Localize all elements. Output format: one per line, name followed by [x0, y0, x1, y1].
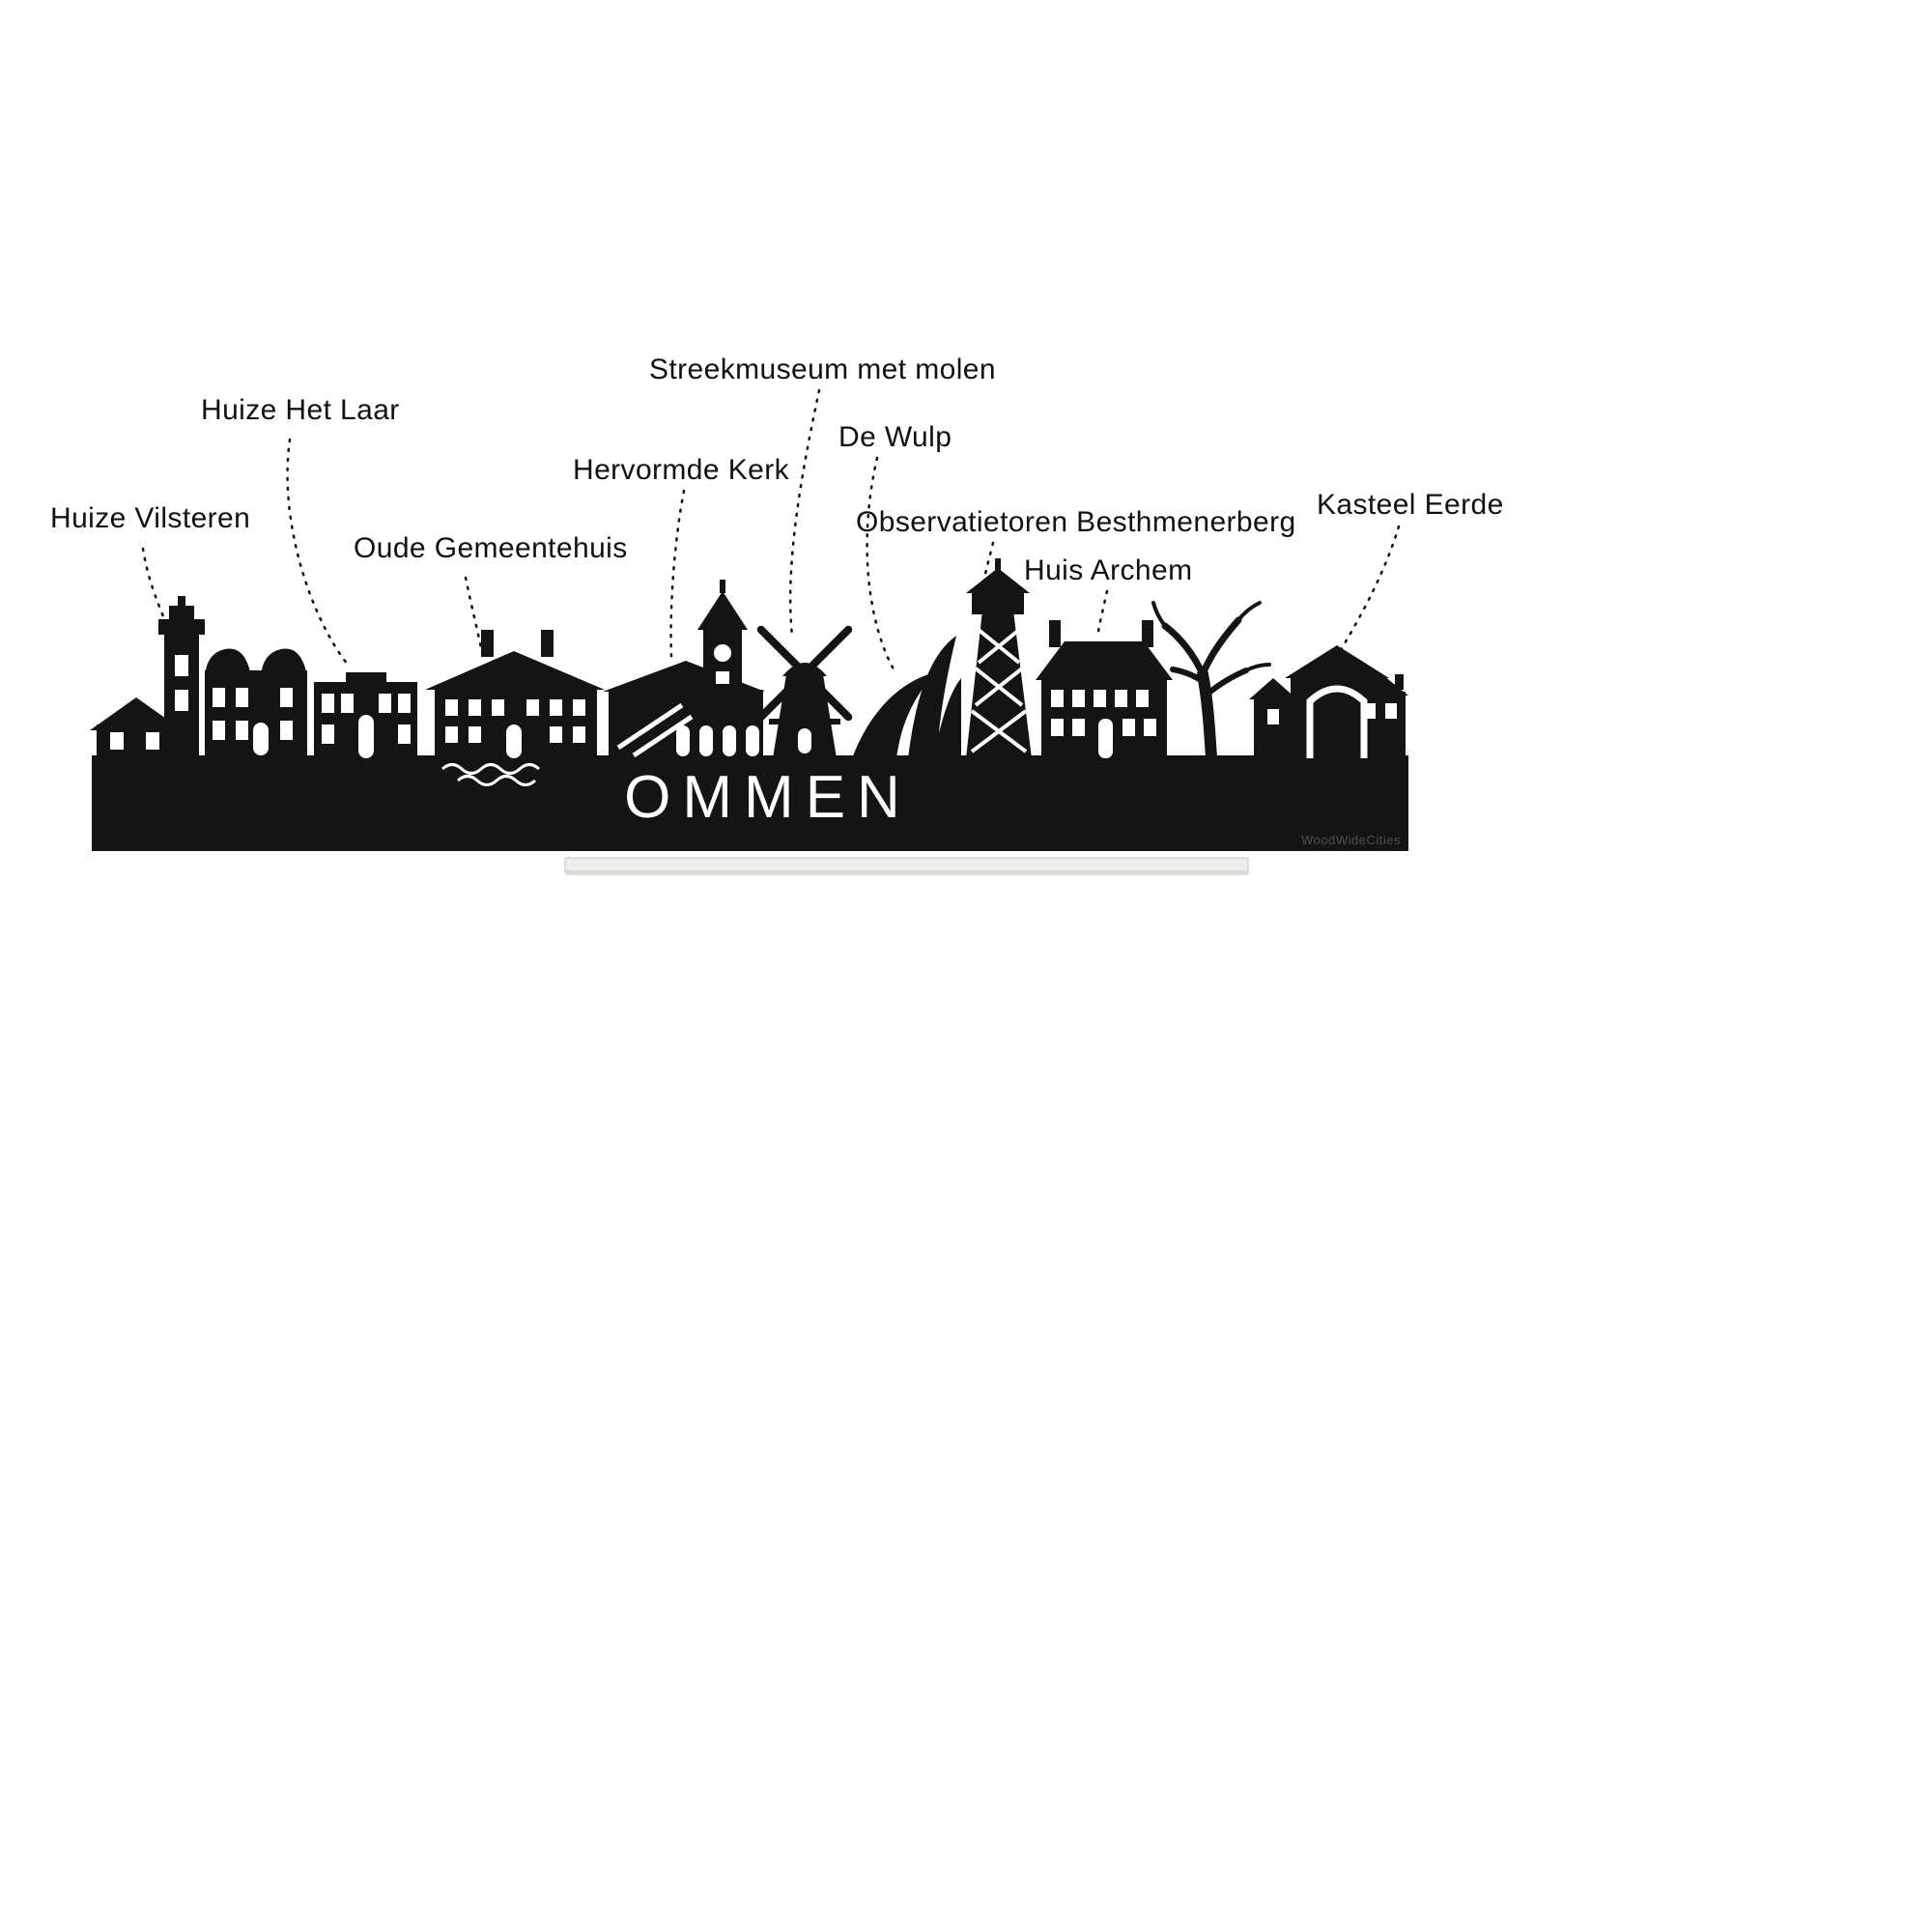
gate-arch-cutout — [1306, 685, 1368, 758]
leader-line-oude-gemeentehuis — [464, 576, 485, 661]
clock-cutout — [714, 644, 731, 662]
wave-cutout — [456, 775, 537, 786]
door-cutout — [798, 728, 811, 753]
window-cutout — [398, 724, 411, 744]
window-cutout — [469, 726, 481, 743]
sculpture-de-wulp — [852, 636, 961, 758]
window-cutout — [492, 699, 504, 716]
window-cutout — [1267, 709, 1279, 724]
watermark-text: WoodWideCities — [1301, 833, 1401, 847]
window-cutout — [213, 721, 225, 740]
arch-cutout — [723, 725, 736, 756]
arch-cutout — [699, 725, 713, 756]
arch-cutout — [746, 725, 759, 756]
window-cutout — [175, 690, 188, 711]
window-cutout — [1072, 690, 1085, 707]
display-stand — [564, 857, 1249, 875]
door-cutout — [253, 723, 269, 755]
lattice-cutout — [977, 628, 1021, 665]
door-cutout — [1098, 719, 1113, 758]
leader-line-huis-archem — [1095, 589, 1109, 639]
label-huize-het-laar: Huize Het Laar — [201, 394, 400, 426]
church-roofline-cutout — [616, 702, 684, 751]
window-cutout — [236, 721, 248, 740]
window-cutout — [322, 724, 334, 744]
label-de-wulp: De Wulp — [838, 421, 952, 453]
label-oude-gemeentehuis: Oude Gemeentehuis — [354, 532, 628, 564]
window-cutout — [445, 726, 458, 743]
building-windmill — [756, 625, 853, 758]
window-cutout — [1072, 719, 1085, 736]
window-cutout — [573, 699, 585, 716]
church-roofline-cutout — [632, 714, 694, 758]
window-cutout — [526, 699, 539, 716]
window-cutout — [1144, 719, 1156, 736]
window-cutout — [341, 694, 354, 713]
leader-line-huize-vilsteren — [141, 547, 168, 625]
arch-cutout — [676, 725, 690, 756]
skyline-black-shapes — [90, 558, 1408, 851]
label-huis-archem: Huis Archem — [1024, 554, 1193, 586]
window-cutout — [469, 699, 481, 716]
window-cutout — [110, 732, 124, 750]
window-cutout — [1364, 703, 1376, 719]
window-cutout — [280, 721, 293, 740]
window-cutout — [1115, 690, 1127, 707]
window-cutout — [1051, 719, 1064, 736]
leader-line-huize-het-laar — [286, 438, 350, 667]
leader-line-kasteel-eerde — [1337, 525, 1401, 655]
window-cutout — [716, 671, 729, 684]
window-cutout — [146, 732, 159, 750]
door-cutout — [506, 724, 522, 758]
window-cutout — [1122, 719, 1135, 736]
label-kasteel-eerde: Kasteel Eerde — [1317, 489, 1504, 521]
window-cutout — [1385, 703, 1397, 719]
building-observatietoren — [966, 558, 1032, 758]
white-cutouts — [110, 628, 1397, 786]
window-cutout — [213, 688, 225, 707]
window-cutout — [398, 694, 411, 713]
window-cutout — [280, 688, 293, 707]
leader-lines — [141, 388, 1401, 676]
building-hervormde-kerk — [603, 580, 765, 758]
window-cutout — [236, 688, 248, 707]
window-cutout — [573, 726, 585, 743]
leader-line-streekmuseum — [788, 388, 821, 638]
building-huize-vilsteren-tower — [158, 596, 205, 758]
label-streekmuseum: Streekmuseum met molen — [649, 354, 996, 385]
building-kasteel-eerde — [1249, 645, 1408, 758]
window-cutout — [379, 694, 391, 713]
leader-line-de-wulp — [866, 456, 898, 676]
wave-cutout — [440, 763, 541, 775]
city-name-text: OMMEN — [624, 764, 912, 831]
label-hervormde-kerk: Hervormde Kerk — [573, 454, 789, 486]
label-huize-vilsteren: Huize Vilsteren — [50, 502, 251, 534]
window-cutout — [1051, 690, 1064, 707]
window-cutout — [322, 694, 334, 713]
door-cutout — [358, 715, 374, 758]
window-cutout — [1136, 690, 1149, 707]
stand-shadow-edge — [565, 870, 1248, 874]
lattice-cutout — [970, 709, 1028, 753]
window-cutout — [445, 699, 458, 716]
window-cutout — [1094, 690, 1106, 707]
skyline-base-band — [92, 755, 1408, 851]
window-cutout — [550, 726, 562, 743]
lattice-cutout — [974, 667, 1024, 707]
bare-tree — [1151, 601, 1271, 764]
leader-line-hervormde-kerk — [669, 489, 686, 659]
window-cutout — [550, 699, 562, 716]
label-observatietoren: Observatietoren Besthmenerberg — [856, 506, 1296, 538]
window-cutout — [175, 655, 188, 676]
